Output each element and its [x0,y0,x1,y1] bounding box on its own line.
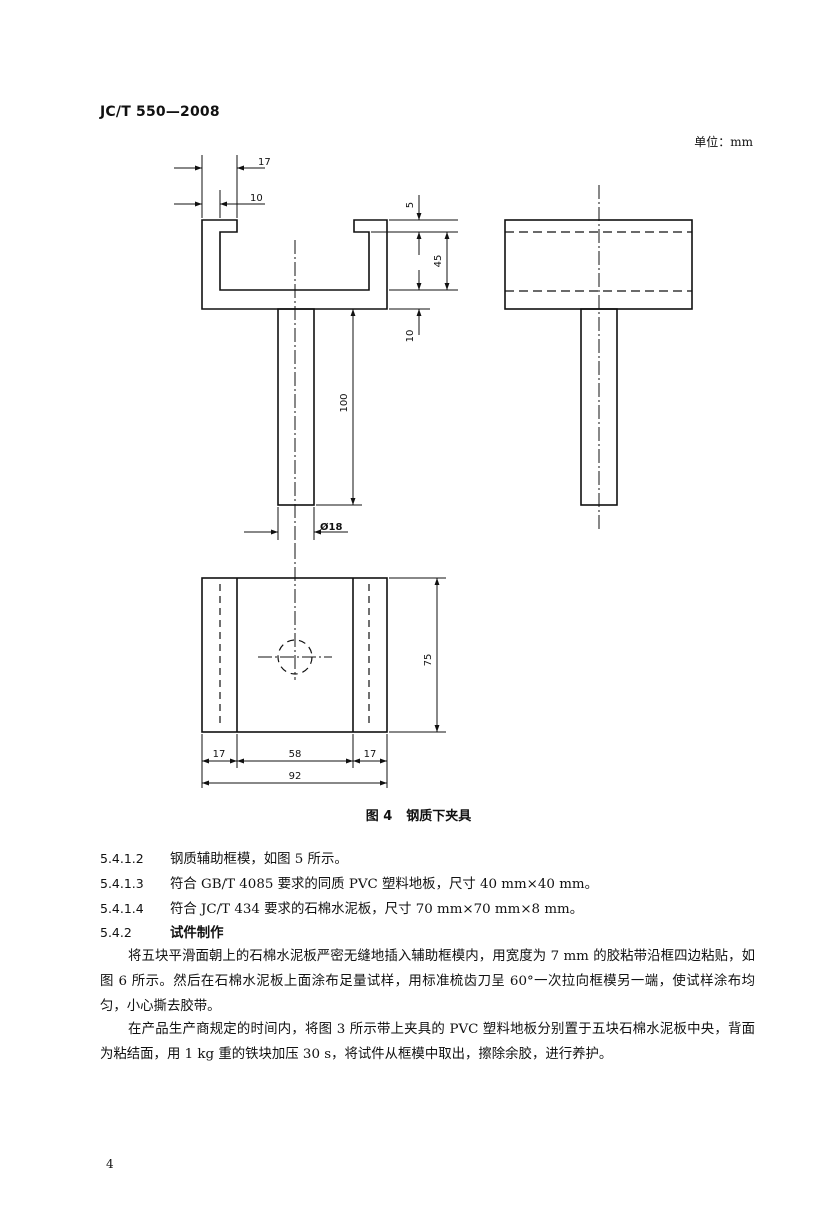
steel-lower-clamp-drawing: 17 10 5 45 10 100 Ø18 [174,155,693,788]
dim-stem-diameter: Ø18 [320,521,342,533]
figure-caption: 图 4 钢质下夹具 [0,805,837,824]
unit-label: 单位：mm [694,135,753,149]
paragraph-specimen-prep: 将五块平滑面朝上的石棉水泥板严密无缝地插入辅助框模内，用宽度为 7 mm 的胶粘… [100,949,755,1014]
clause-text: 钢质辅助框模，如图 5 所示。 [170,852,348,867]
page-number: 4 [106,1157,114,1171]
clause-text: 符合 JC/T 434 要求的石棉水泥板，尺寸 70 mm×70 mm×8 mm… [170,902,584,917]
dim-plan-mid: 58 [289,749,302,760]
dim-plan-right: 17 [364,749,377,760]
clause-number: 5.4.2 [100,925,132,940]
clause-heading: 试件制作 [170,925,224,941]
clause-5-4-1-2: 5.4.1.2 钢质辅助框模，如图 5 所示。 [100,846,348,872]
side-hidden-lines [505,231,692,292]
clause-number: 5.4.1.3 [100,876,144,891]
dim-plan-total: 92 [289,771,302,782]
clause-5-4-1-3: 5.4.1.3 符合 GB/T 4085 要求的同质 PVC 塑料地板，尺寸 40… [100,871,598,897]
clause-5-4-1-4: 5.4.1.4 符合 JC/T 434 要求的石棉水泥板，尺寸 70 mm×70 … [100,896,583,922]
document-header: JC/T 550—2008 [100,104,220,120]
front-dimensions [174,155,458,540]
front-view [201,219,388,506]
clause-number: 5.4.1.4 [100,901,144,916]
plan-dimensions [201,577,446,788]
dim-stem-length: 100 [339,393,350,412]
clause-text: 符合 GB/T 4085 要求的同质 PVC 塑料地板，尺寸 40 mm×40 … [170,877,598,892]
dim-plan-depth: 75 [423,654,434,667]
clause-number: 5.4.1.2 [100,851,144,866]
dim-base-thickness: 10 [405,330,416,343]
plan-center-lines [258,545,332,680]
dim-plan-left: 17 [213,749,226,760]
paragraph-bonding: 在产品生产商规定的时间内，将图 3 所示带上夹具的 PVC 塑料地板分别置于五块… [100,1022,755,1062]
figure-number: 图 4 [365,809,393,824]
dim-body-height: 45 [433,255,444,268]
clause-5-4-2: 5.4.2 试件制作 [100,920,224,946]
dim-top-width: 17 [258,157,271,168]
dim-slot-width: 10 [250,193,263,204]
figure-title: 钢质下夹具 [406,809,472,824]
dim-lip-height: 5 [405,202,416,208]
